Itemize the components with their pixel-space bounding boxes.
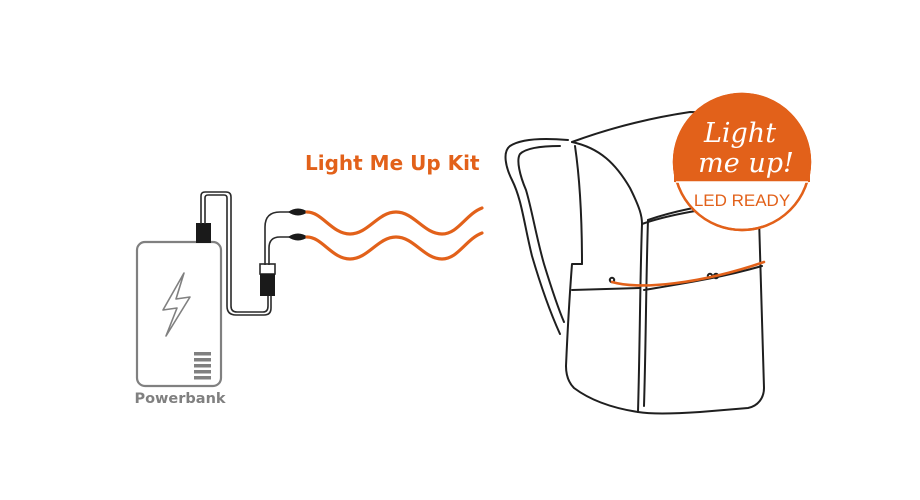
led-ready-badge: Light me up! LED READY xyxy=(672,92,812,232)
powerbank-body xyxy=(135,240,223,388)
led-connector-top xyxy=(288,208,308,216)
badge-slogan-line2: me up! xyxy=(698,148,794,179)
backpack-strap xyxy=(504,137,569,335)
backpack-front xyxy=(637,223,643,413)
battery-level-icon xyxy=(194,352,211,380)
powerbank: Powerbank xyxy=(134,223,226,407)
badge-led-label: LED READY xyxy=(694,191,790,210)
lightning-bolt-icon xyxy=(162,272,191,337)
led-strip-wave-icon xyxy=(305,206,484,261)
powerbank-label: Powerbank xyxy=(134,391,225,407)
led-connector-bottom xyxy=(288,233,308,241)
usb-cable xyxy=(200,191,291,316)
cable-splitter xyxy=(259,263,276,296)
kit-title: Light Me Up Kit xyxy=(305,151,480,175)
backpack-led-strip xyxy=(610,260,766,287)
badge-slogan-line1: Light xyxy=(703,118,776,149)
usb-plug-icon xyxy=(196,223,211,243)
